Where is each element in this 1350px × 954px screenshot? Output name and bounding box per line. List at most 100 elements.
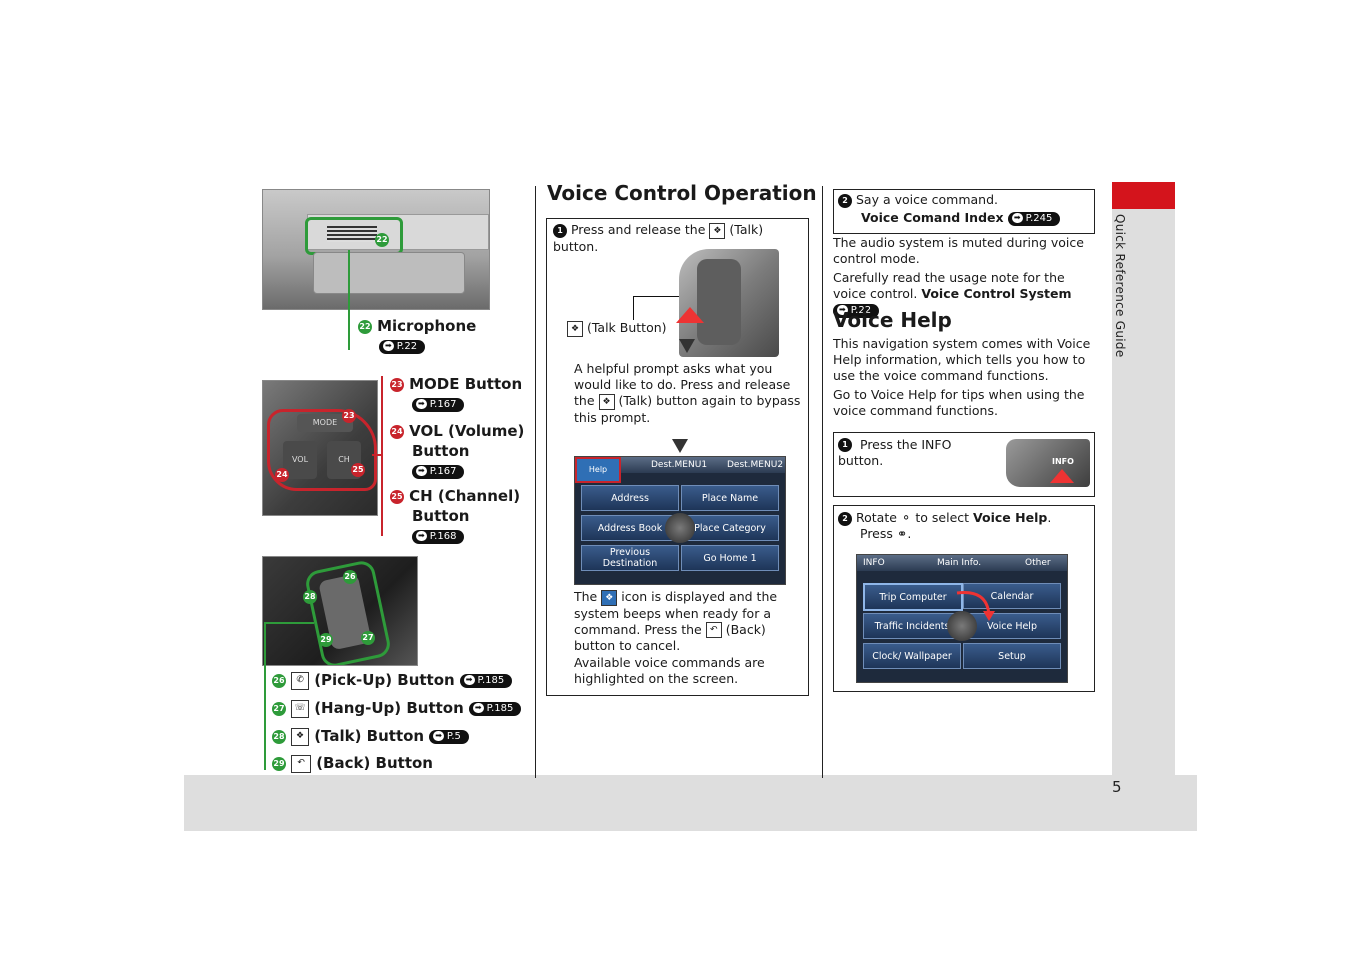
tab-dest-menu-2[interactable]: Dest.MENU2 <box>727 460 784 470</box>
section-title: Voice Control Operation <box>547 181 817 205</box>
page-ref-link[interactable]: P.185 <box>459 673 513 688</box>
menu-trip-computer[interactable]: Trip Computer <box>863 583 963 611</box>
step-text: Say a voice command. <box>855 192 999 207</box>
menu-traffic-incidents[interactable]: Traffic Incidents <box>863 613 961 639</box>
tab-other[interactable]: Other <box>1025 558 1051 568</box>
menu-previous-destination[interactable]: Previous Destination <box>581 545 679 571</box>
mode-item: 23 MODE Button P.167 <box>390 374 522 413</box>
menu-address-book[interactable]: Address Book <box>581 515 679 541</box>
menu-address[interactable]: Address <box>581 485 679 511</box>
callout-number: 25 <box>390 489 404 504</box>
careful-paragraph: Carefully read the usage note for the vo… <box>833 270 1095 318</box>
page-ref-link[interactable]: P.22 <box>833 303 880 318</box>
step-number: 1 <box>838 438 852 452</box>
callout-number: 29 <box>319 633 333 647</box>
talk-label: (Talk) Button <box>314 727 425 745</box>
column-divider-1 <box>535 186 536 778</box>
ch-item: 25 CH (Channel) Button P.168 <box>390 486 520 545</box>
step-text: Rotate <box>855 510 897 525</box>
talk-icon: ❖ <box>709 222 726 239</box>
page-ref-link[interactable]: P.167 <box>412 464 465 479</box>
step-number: 1 <box>553 223 567 238</box>
press-arrow-icon <box>676 307 704 323</box>
step-text-end: . <box>1047 510 1052 525</box>
side-band <box>1112 182 1175 775</box>
icon-text: The <box>574 589 598 604</box>
callout-number: 28 <box>303 590 317 604</box>
voice-help-p1: This navigation system comes with Voice … <box>833 336 1091 383</box>
pickup-label: (Pick-Up) Button <box>314 671 455 689</box>
menu-place-category[interactable]: Place Category <box>681 515 779 541</box>
page-ref-link[interactable]: P.185 <box>468 701 522 716</box>
dial-press-icon: ⚭ <box>896 526 908 541</box>
info-screen: INFO Main Info. Other Trip Computer Cale… <box>856 554 1068 683</box>
menu-place-name[interactable]: Place Name <box>681 485 779 511</box>
down-arrow-icon <box>672 439 688 453</box>
tab-dest-menu-1[interactable]: Dest.MENU1 <box>651 460 708 470</box>
vol-item: 24 VOL (Volume) Button P.167 <box>390 421 524 480</box>
page-ref-link[interactable]: P.168 <box>412 529 465 544</box>
menu-voice-help[interactable]: Voice Help <box>963 613 1061 639</box>
step-1: 1 Press and release the ❖ (Talk) button. <box>553 222 807 255</box>
selection-arrow-icon <box>956 590 995 621</box>
tab-main-info[interactable]: Main Info. <box>937 558 982 568</box>
step-2-box: 2 Say a voice command. Voice Comand Inde… <box>833 189 1095 234</box>
page-ref-link[interactable]: P.22 <box>379 339 426 354</box>
vh-step-1: 1 Press the INFO button. <box>838 437 958 469</box>
press-arrow-icon <box>1050 469 1074 483</box>
voice-help-title: Voice Help <box>833 308 952 332</box>
step-number: 2 <box>838 511 852 526</box>
menu-setup[interactable]: Setup <box>963 643 1061 669</box>
step-target: Voice Help <box>973 510 1048 525</box>
callout-number: 27 <box>272 701 286 716</box>
callout-number: 24 <box>275 468 289 482</box>
icon-text-end: (Back) button to cancel. <box>574 621 766 654</box>
steering-right-photo: 26 28 29 27 <box>262 556 418 666</box>
callout-number: 29 <box>272 756 286 771</box>
side-tab-marker <box>1112 182 1175 209</box>
talk-item: 28 ❖ (Talk) Button P.5 <box>272 726 469 746</box>
hangup-item: 27 ☏ (Hang-Up) Button P.185 <box>272 698 522 718</box>
dest-menu-screen: Help Dest.MENU1 Dest.MENU2 Address Place… <box>574 456 786 585</box>
muted-text: The audio system is muted during voice c… <box>833 235 1084 266</box>
step-text: Press the INFO button. <box>838 437 952 468</box>
page-ref-link[interactable]: P.5 <box>429 729 469 744</box>
prompt-text: A helpful prompt asks what you would lik… <box>574 361 791 408</box>
press-text: Press <box>860 526 893 541</box>
callout-line <box>633 296 679 297</box>
info-button-label: INFO <box>1052 457 1074 466</box>
screen-tabbar: Help Dest.MENU1 Dest.MENU2 <box>575 457 785 483</box>
back-icon: ↶ <box>291 754 312 773</box>
menu-go-home[interactable]: Go Home 1 <box>681 545 779 571</box>
help-button[interactable]: Help <box>575 457 621 483</box>
callout-number: 27 <box>361 631 375 645</box>
callout-number: 26 <box>343 570 357 584</box>
prompt-paragraph: A helpful prompt asks what you would lik… <box>574 361 804 426</box>
callout-line <box>381 376 383 536</box>
mode-label: MODE Button <box>409 375 523 393</box>
callout-line <box>264 622 266 770</box>
mode-tag: MODE <box>297 414 353 432</box>
voice-help-p2: Go to Voice Help for tips when using the… <box>833 387 1085 418</box>
callout-line <box>633 296 634 320</box>
side-tab-label: Quick Reference Guide <box>1113 214 1127 358</box>
vh-step-2: 2 Rotate ⚬ to select Voice Help. Press ⚭… <box>838 510 1088 542</box>
hangup-icon: ☏ <box>291 699 310 718</box>
down-arrow-icon <box>679 339 695 353</box>
vol-label: VOL (Volume) <box>409 422 525 440</box>
microphone-item: 22 Microphone P.22 <box>358 316 476 355</box>
talk-icon: ❖ <box>598 393 615 410</box>
page-ref-link[interactable]: P.245 <box>1007 211 1061 226</box>
column-divider-2 <box>822 186 823 778</box>
callout-number: 26 <box>272 673 286 688</box>
page-ref-link[interactable]: P.167 <box>412 397 465 412</box>
menu-clock-wallpaper[interactable]: Clock/ Wallpaper <box>863 643 961 669</box>
back-item: 29 ↶ (Back) Button <box>272 753 433 773</box>
voice-command-index-label: Voice Comand Index <box>861 210 1004 225</box>
interface-dial-icon <box>665 513 695 543</box>
talk-icon: ❖ <box>567 320 583 337</box>
callout-number: 23 <box>342 409 356 423</box>
callout-number: 28 <box>272 729 286 744</box>
hangup-label: (Hang-Up) Button <box>314 699 464 717</box>
icon-paragraph: The ❖ icon is displayed and the system b… <box>574 589 804 654</box>
